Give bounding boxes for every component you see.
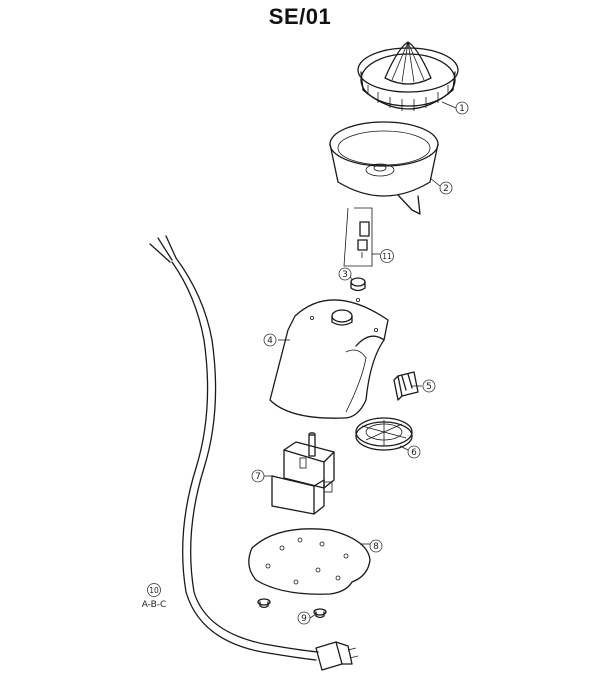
callout-3-label: 3: [342, 270, 348, 280]
callout-3: 3: [338, 267, 352, 281]
callout-2: 2: [439, 181, 453, 195]
part-screws: [257, 598, 327, 619]
callout-6-label: 6: [411, 448, 417, 458]
callout-4: 4: [263, 333, 277, 347]
part-switch: [393, 371, 419, 401]
diagram-title: SE/01: [268, 4, 332, 29]
part-shaft-extension: [343, 207, 373, 267]
callout-7-label: 7: [255, 472, 261, 482]
part-motor: [271, 432, 335, 515]
callout-1-label: 1: [459, 104, 465, 114]
callout-9: 9: [297, 611, 311, 625]
callout-2-label: 2: [443, 184, 449, 194]
callout-6: 6: [407, 445, 421, 459]
callout-1: 1: [455, 101, 469, 115]
callout-10-sublabel: A-B-C: [142, 600, 167, 610]
callout-5: 5: [422, 379, 436, 393]
callout-5-label: 5: [426, 382, 432, 392]
callout-7: 7: [251, 469, 265, 483]
part-coupling: [350, 277, 366, 292]
callout-8-label: 8: [373, 542, 379, 552]
callout-leaders: [264, 101, 457, 619]
callout-4-label: 4: [267, 336, 273, 346]
callout-9-label: 9: [301, 614, 307, 624]
callout-10: 10 A-B-C: [142, 583, 167, 610]
part-power-cord: [149, 235, 359, 671]
part-base-plate: [248, 528, 371, 595]
callout-11-label: 11: [382, 252, 392, 261]
part-fan-disc: [355, 417, 413, 451]
callout-8: 8: [369, 539, 383, 553]
part-reamer: [357, 41, 459, 111]
part-juice-bowl: [329, 121, 439, 215]
callout-10-label: 10: [149, 586, 159, 595]
callout-11: 11: [380, 249, 394, 263]
part-housing: [269, 297, 389, 419]
